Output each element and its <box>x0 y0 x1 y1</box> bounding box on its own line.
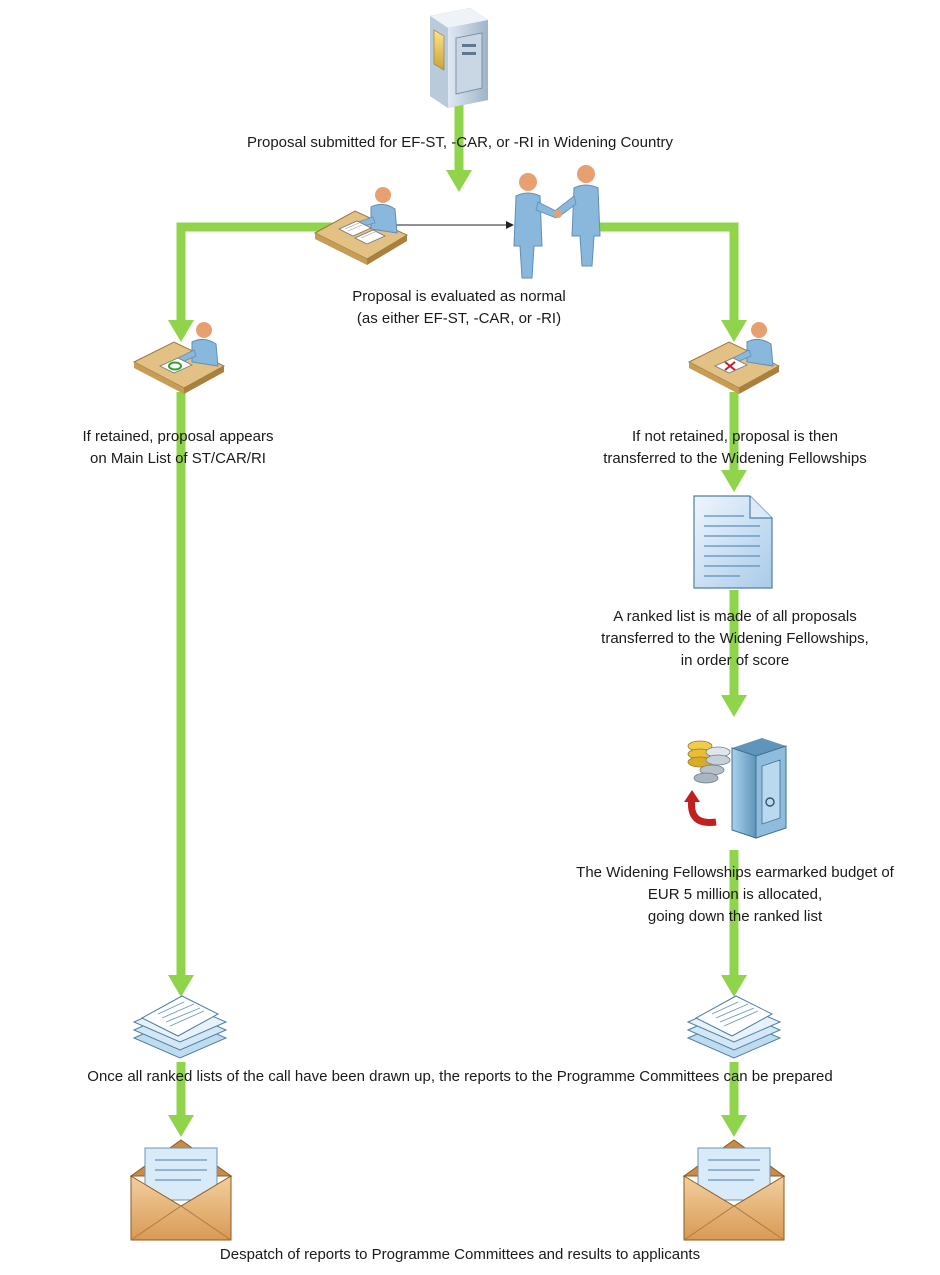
handshake-icon <box>513 165 601 279</box>
label-ranked-line-1: A ranked list is made of all proposals <box>613 608 857 625</box>
arrowhead-reports-right <box>721 975 747 997</box>
label-retained-line-1: If retained, proposal appears <box>82 428 274 445</box>
label-submitted-line: Proposal submitted for EF-ST, -CAR, or -… <box>247 134 673 151</box>
rejected-desk-icon <box>687 322 781 394</box>
label-reports-line: Once all ranked lists of the call have b… <box>87 1068 833 1085</box>
arrowhead-evaluation <box>446 170 472 192</box>
label-submitted: Proposal submitted for EF-ST, -CAR, or -… <box>0 132 920 154</box>
arrowhead-safe <box>721 695 747 717</box>
label-ranked-line-2: transferred to the Widening Fellowships, <box>601 630 869 647</box>
flow-connectors <box>176 100 739 1118</box>
safe-coins-icon <box>684 738 787 839</box>
arrowhead-reports-left <box>168 975 194 997</box>
label-ranked-line-3: in order of score <box>680 652 790 669</box>
label-budget-line-3: going down the ranked list <box>647 908 823 925</box>
flow-evaluation-to-retained <box>176 222 335 325</box>
label-retained: If retained, proposal appears on Main Li… <box>28 426 328 470</box>
label-budget-line-2: EUR 5 million is allocated, <box>647 886 823 903</box>
label-retained-line-2: on Main List of ST/CAR/RI <box>90 450 266 467</box>
evaluator-desk-icon <box>313 187 409 265</box>
label-evaluated-line-1: Proposal is evaluated as normal <box>352 288 566 305</box>
stacked-documents-icon <box>686 995 782 1059</box>
label-evaluated: Proposal is evaluated as normal (as eith… <box>259 286 659 330</box>
envelope-icon <box>129 1139 233 1241</box>
flow-evaluation-to-not-retained <box>598 222 739 325</box>
arrowhead-envelope-left <box>168 1115 194 1137</box>
label-not-retained-line-2: transferred to the Widening Fellowships <box>603 450 867 467</box>
arrowhead-document <box>721 470 747 492</box>
flow-arrowheads <box>168 170 747 1137</box>
label-reports: Once all ranked lists of the call have b… <box>0 1066 920 1088</box>
stacked-documents-icon <box>132 995 228 1059</box>
label-ranked: A ranked list is made of all proposals t… <box>560 606 910 672</box>
label-despatch-line: Despatch of reports to Programme Committ… <box>219 1246 701 1263</box>
approved-desk-icon <box>132 322 226 394</box>
envelope-icon <box>682 1139 786 1241</box>
document-icon <box>693 495 773 589</box>
server-icon <box>430 8 488 108</box>
label-budget: The Widening Fellowships earmarked budge… <box>535 862 935 928</box>
label-budget-line-1: The Widening Fellowships earmarked budge… <box>576 864 894 881</box>
label-not-retained: If not retained, proposal is then transf… <box>560 426 910 470</box>
arrowhead-not-retained <box>721 320 747 342</box>
label-evaluated-line-2: (as either EF-ST, -CAR, or -RI) <box>356 310 562 327</box>
arrowhead-retained <box>168 320 194 342</box>
arrowhead-envelope-right <box>721 1115 747 1137</box>
label-not-retained-line-1: If not retained, proposal is then <box>632 428 838 445</box>
label-despatch: Despatch of reports to Programme Committ… <box>0 1244 920 1266</box>
